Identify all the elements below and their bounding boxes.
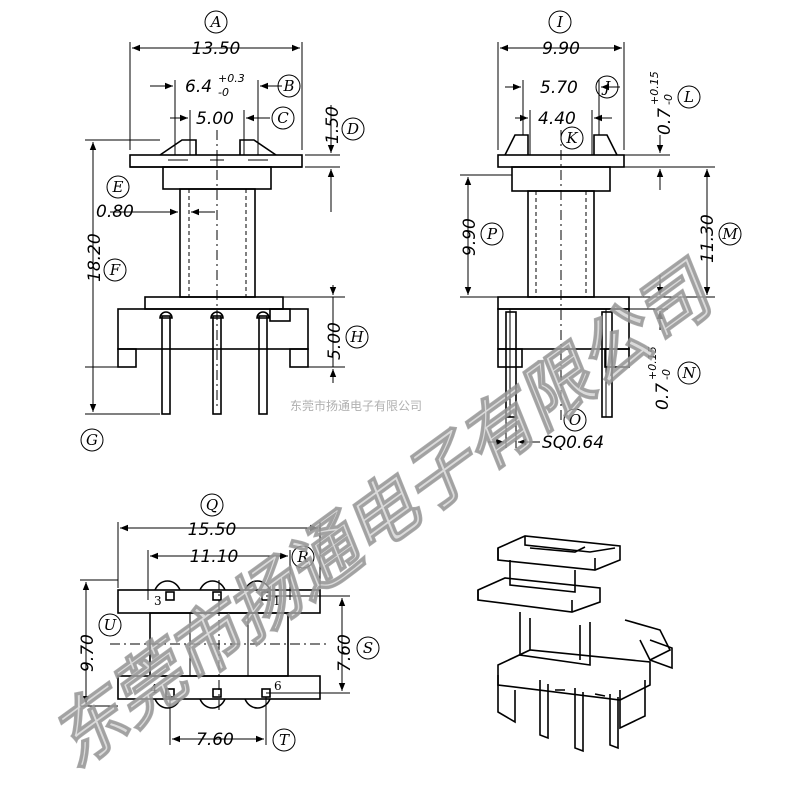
dim-P-value: 9.90 xyxy=(460,218,480,256)
dim-D-value: 1.50 xyxy=(323,106,343,144)
dim-N-tol-minus: -0 xyxy=(660,369,673,380)
dim-R-value: 11.10 xyxy=(190,547,239,567)
svg-text:L: L xyxy=(683,88,694,106)
tag-H: H xyxy=(345,325,369,349)
dim-B-value: 6.4 xyxy=(185,77,212,97)
pin-label-4: 4 xyxy=(150,682,158,696)
svg-text:U: U xyxy=(104,616,118,634)
tag-L: L xyxy=(677,85,701,109)
side-view xyxy=(497,130,630,420)
dim-N-tol-plus: +0.15 xyxy=(646,346,659,380)
svg-text:J: J xyxy=(601,78,611,96)
pin-label-3: 3 xyxy=(154,594,162,608)
tag-M: M xyxy=(718,222,742,246)
pin-label-1: 1 xyxy=(273,594,281,608)
svg-text:P: P xyxy=(486,225,498,243)
front-view-dimensions: 13.50 6.4 +0.3 -0 5.00 1.50 0.80 18.20 5… xyxy=(85,39,345,415)
bottom-view-dimensions: 15.50 11.10 9.70 7.60 7.60 xyxy=(78,520,355,750)
svg-text:K: K xyxy=(565,129,578,147)
dim-U-value: 9.70 xyxy=(78,634,98,672)
tag-T: T xyxy=(272,728,296,752)
pin-label-6: 6 xyxy=(274,679,282,693)
svg-text:E: E xyxy=(112,178,124,196)
tag-J: J xyxy=(595,75,619,99)
svg-text:H: H xyxy=(349,328,364,346)
svg-text:B: B xyxy=(282,77,294,95)
tag-R: R xyxy=(291,545,315,569)
bottom-view: 3 1 4 6 xyxy=(110,580,330,710)
tag-P: P xyxy=(480,222,504,246)
dim-F-value: 18.20 xyxy=(85,233,105,282)
watermark-main: 东莞市扬通电子有限公司 xyxy=(36,246,733,784)
svg-text:G: G xyxy=(86,431,98,449)
dim-L-value: 0.7 xyxy=(655,108,675,135)
dim-H-value: 5.00 xyxy=(325,322,345,360)
tag-S: S xyxy=(356,636,380,660)
dim-C-value: 5.00 xyxy=(196,109,234,129)
tag-O: O xyxy=(563,408,587,432)
tag-U: U xyxy=(98,613,122,637)
dim-K-value: 4.40 xyxy=(538,109,576,129)
svg-text:O: O xyxy=(569,411,581,429)
tag-E: E xyxy=(106,175,130,199)
dim-L-tol-minus: -0 xyxy=(662,94,675,105)
svg-text:F: F xyxy=(109,261,121,279)
tag-B: B xyxy=(277,74,301,98)
watermark-small: 东莞市扬通电子有限公司 xyxy=(290,398,422,413)
dim-Q-value: 15.50 xyxy=(188,520,237,540)
tag-Q: Q xyxy=(200,493,224,517)
dim-T-value: 7.60 xyxy=(196,730,234,750)
tag-A: A xyxy=(204,10,228,34)
svg-text:R: R xyxy=(296,548,308,566)
tag-C: C xyxy=(271,106,295,130)
svg-text:D: D xyxy=(346,120,359,138)
dim-I-value: 9.90 xyxy=(542,39,580,59)
dim-M-value: 11.30 xyxy=(698,214,718,263)
dimension-tags: A B C D E F G H I J K L M N O P Q R S T … xyxy=(80,10,742,752)
dim-E-value: 0.80 xyxy=(96,202,134,222)
dim-O-value: SQ0.64 xyxy=(542,433,604,453)
dim-L-tol-plus: +0.15 xyxy=(648,71,661,105)
dim-S-value: 7.60 xyxy=(335,634,355,672)
isometric-view xyxy=(477,535,673,753)
svg-text:S: S xyxy=(363,639,373,657)
svg-text:Q: Q xyxy=(206,496,218,514)
tag-K: K xyxy=(560,126,584,150)
tag-G: G xyxy=(80,428,104,452)
tag-F: F xyxy=(103,258,127,282)
svg-text:M: M xyxy=(721,225,738,243)
tag-N: N xyxy=(677,361,701,385)
dim-B-tol-minus: -0 xyxy=(218,86,229,99)
svg-text:C: C xyxy=(277,109,289,127)
svg-text:N: N xyxy=(681,364,696,382)
dim-N-value: 0.7 xyxy=(653,383,673,410)
side-view-dimensions: 9.90 5.70 4.40 0.7 +0.15 -0 11.30 9.90 0… xyxy=(460,39,718,453)
svg-text:A: A xyxy=(209,13,222,31)
tag-D: D xyxy=(341,117,365,141)
tag-I: I xyxy=(548,10,572,34)
dim-J-value: 5.70 xyxy=(540,78,578,98)
front-view xyxy=(117,130,309,415)
dim-B-tol-plus: +0.3 xyxy=(218,72,245,85)
dim-A-value: 13.50 xyxy=(192,39,241,59)
svg-text:I: I xyxy=(556,13,564,31)
svg-text:T: T xyxy=(279,731,290,749)
